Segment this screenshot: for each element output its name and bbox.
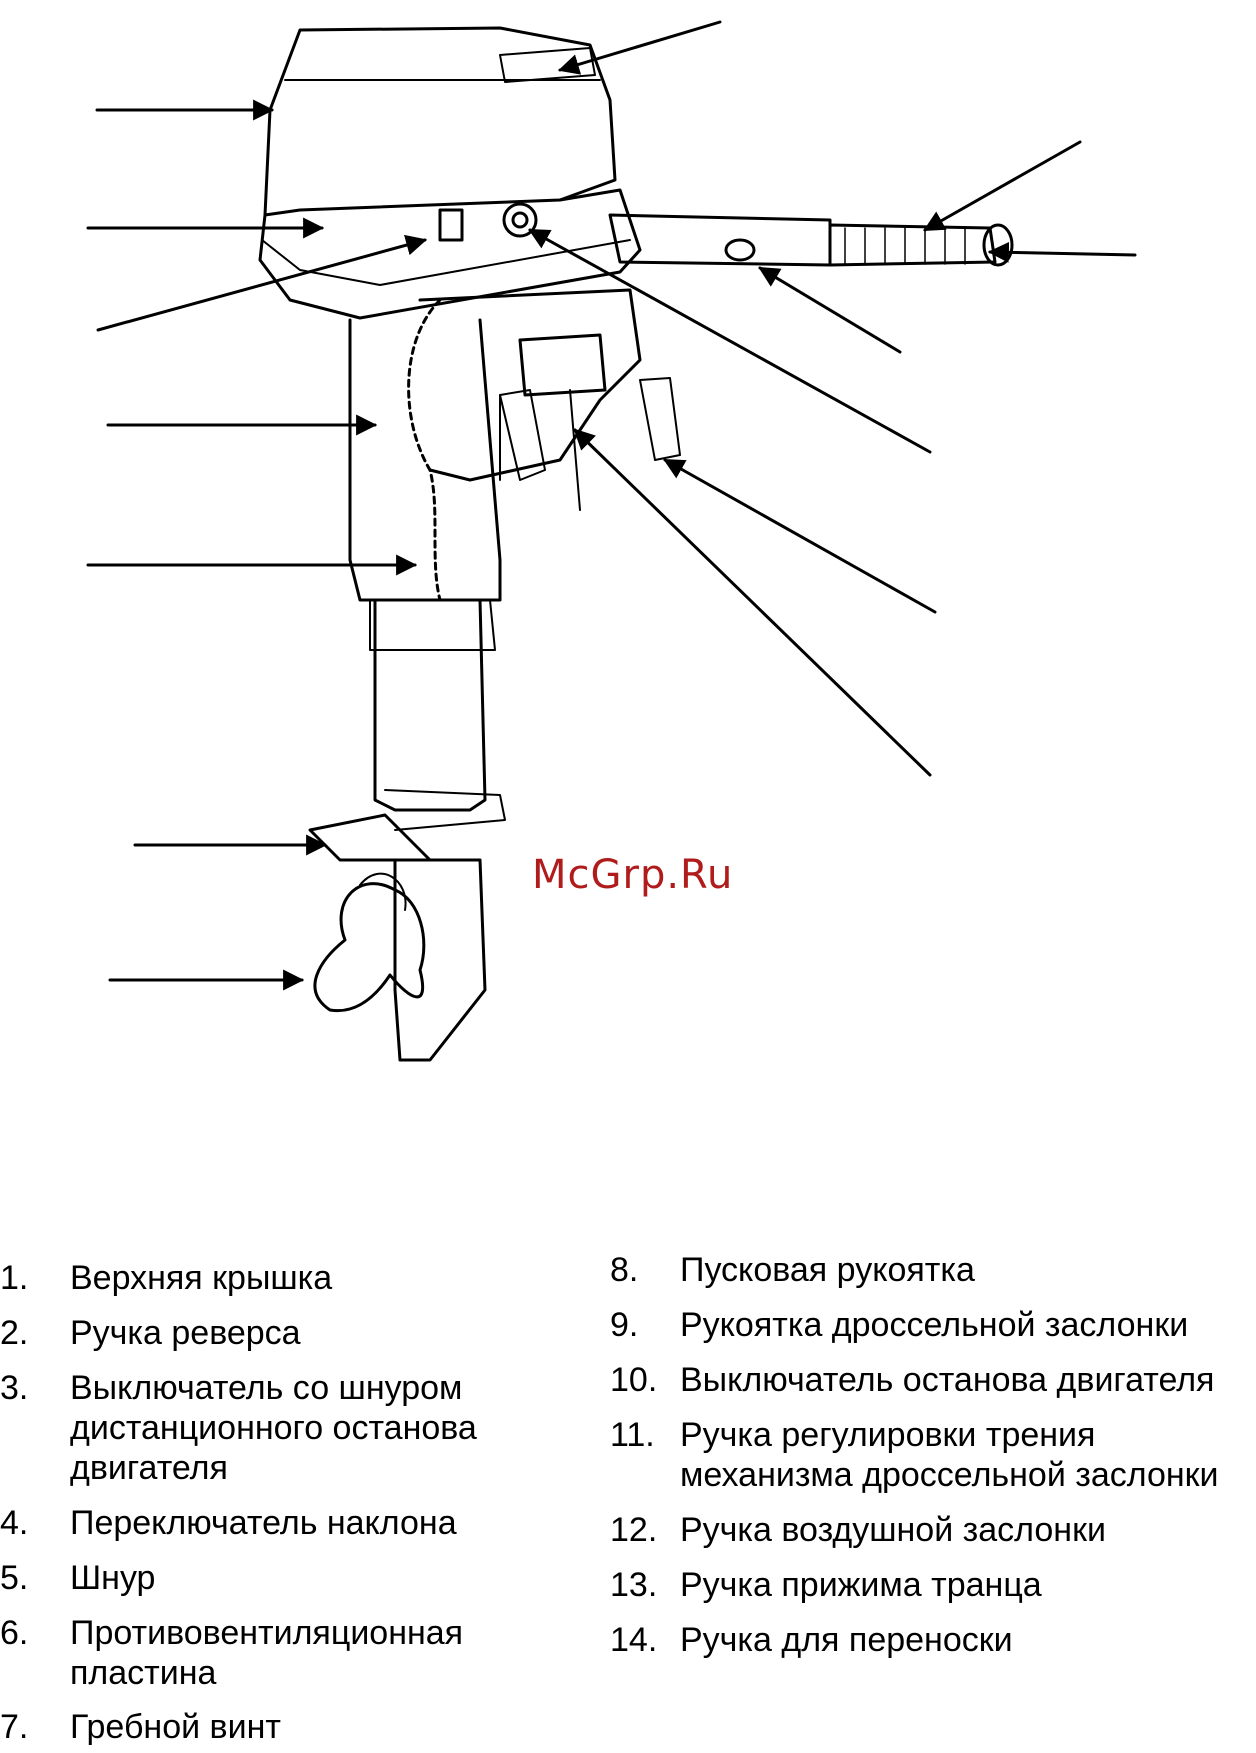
legend-number: 2. [0, 1314, 29, 1352]
starter-handle-shape [499, 47, 596, 83]
propeller [313, 882, 426, 1013]
legend-text: Гребной винт [70, 1708, 281, 1746]
legend-number: 5. [0, 1559, 29, 1597]
legend-number: 8. [610, 1251, 639, 1289]
legend-text: Выключатель со шнуром дистанционного ост… [70, 1369, 477, 1487]
watermark: McGrp.Ru [532, 852, 734, 898]
legend-number: 1. [0, 1259, 29, 1297]
lanyard-cord [407, 298, 442, 602]
legend-number: 7. [0, 1708, 29, 1746]
top-cowling [263, 26, 617, 217]
outboard-motor-diagram [86, 20, 1137, 1062]
legend-text: Шнур [70, 1559, 156, 1597]
legend-number: 11. [610, 1416, 655, 1454]
legend-number: 13. [610, 1566, 658, 1604]
legend-number: 6. [0, 1614, 29, 1652]
anti-cavitation-plate [308, 813, 432, 862]
legend-number: 9. [610, 1306, 639, 1344]
legend-text: Верхняя крышка [70, 1259, 333, 1297]
legend-text: Ручка регулировки трения механизма дросс… [680, 1416, 1219, 1494]
legend-number: 10. [610, 1361, 658, 1399]
legend-text: Выключатель останова двигателя [680, 1361, 1215, 1399]
legend-text: Ручка для переноски [680, 1621, 1013, 1659]
drive-shaft [373, 598, 487, 812]
legend-number: 3. [0, 1369, 29, 1407]
tiller-handle [608, 213, 832, 267]
legend-text: Рукоятка дроссельной заслонки [680, 1306, 1189, 1344]
transom-clamp [518, 333, 607, 397]
throttle-grip [828, 223, 997, 267]
legend-number: 12. [610, 1511, 658, 1549]
legend-text: Пусковая рукоятка [680, 1251, 975, 1289]
legend-text: Переключатель наклона [70, 1504, 457, 1542]
legend-number: 14. [610, 1621, 658, 1659]
legend-text: Противовентиляционная пластина [70, 1614, 464, 1692]
legend-text: Ручка воздушной заслонки [680, 1511, 1106, 1549]
legend-number: 4. [0, 1504, 29, 1542]
legend-text: Ручка прижима транца [680, 1566, 1042, 1604]
legend-text: Ручка реверса [70, 1314, 301, 1352]
